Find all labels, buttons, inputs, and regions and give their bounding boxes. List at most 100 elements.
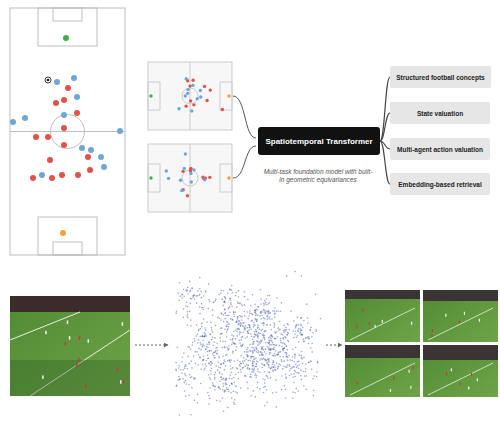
embedding-point — [216, 400, 218, 402]
player-dot — [39, 172, 45, 178]
embedding-point — [246, 349, 248, 351]
embedding-point — [269, 349, 271, 351]
embedding-point — [242, 367, 244, 369]
embedding-point — [186, 383, 188, 385]
embedding-point — [187, 306, 189, 308]
embedding-point — [294, 333, 296, 335]
embedding-point — [308, 362, 310, 364]
embedding-point — [237, 328, 239, 330]
embedding-point — [283, 330, 285, 332]
player-figure — [413, 366, 414, 369]
embedding-point — [201, 323, 203, 325]
embedding-point — [235, 295, 237, 297]
embedding-point — [179, 414, 181, 416]
player-dot — [203, 85, 206, 88]
player-figure — [411, 322, 412, 325]
center-circle — [51, 115, 85, 149]
player-dots — [42, 320, 124, 388]
retrieved-frame — [423, 290, 498, 342]
player-dot — [61, 97, 67, 103]
embedding-point — [261, 346, 263, 348]
embedding-point — [199, 356, 201, 358]
player-dots — [10, 35, 123, 236]
embedding-point — [257, 361, 259, 363]
embedding-point — [298, 372, 300, 374]
dotted-arrow — [135, 345, 168, 346]
embedding-point — [244, 304, 246, 306]
embedding-point — [191, 387, 193, 389]
embedding-point — [243, 363, 245, 365]
embedding-point — [257, 368, 259, 370]
embedding-point — [247, 356, 249, 358]
embedding-point — [272, 362, 274, 364]
embedding-point — [260, 354, 262, 356]
embedding-point — [305, 363, 307, 365]
embedding-point — [218, 356, 220, 358]
embedding-point — [277, 366, 279, 368]
embedding-point — [290, 359, 292, 361]
embedding-point — [208, 363, 210, 365]
embedding-point — [256, 363, 258, 365]
embedding-point — [232, 367, 234, 369]
embedding-point — [216, 353, 218, 355]
player-dot — [192, 168, 195, 171]
embedding-point — [217, 316, 219, 318]
player-figure — [357, 381, 358, 384]
embedding-point — [271, 366, 273, 368]
embedding-point — [178, 379, 180, 381]
embedding-point — [286, 334, 288, 336]
embedding-point — [265, 310, 267, 312]
embedding-point — [253, 369, 255, 371]
embedding-point — [290, 368, 292, 370]
embedding-point — [279, 328, 281, 330]
embedding-point — [308, 338, 310, 340]
player-dot — [227, 94, 230, 97]
embedding-point — [250, 333, 252, 335]
embedding-point — [187, 317, 189, 319]
embedding-point — [256, 331, 258, 333]
embedding-point — [185, 364, 187, 366]
embedding-point — [224, 312, 226, 314]
embedding-point — [272, 366, 274, 368]
embedding-point — [265, 360, 267, 362]
embedding-point — [189, 347, 191, 349]
player-figure — [78, 358, 80, 362]
embedding-point — [191, 376, 193, 378]
player-dot — [190, 109, 193, 112]
embedding-point — [264, 382, 266, 384]
embedding-point — [252, 363, 254, 365]
embedding-point — [244, 365, 246, 367]
task-name: Multi-agent action valuation — [397, 146, 483, 153]
embedding-point — [271, 335, 273, 337]
player-dot — [188, 84, 191, 87]
embedding-point — [235, 385, 237, 387]
embedding-point — [181, 372, 183, 374]
embedding-point — [293, 366, 295, 368]
embedding-point — [281, 302, 283, 304]
embedding-point — [284, 330, 286, 332]
embedding-point — [228, 314, 230, 316]
embedding-point — [285, 397, 287, 399]
embedding-point — [310, 330, 312, 332]
embedding-point — [227, 348, 229, 350]
embedding-point — [176, 385, 178, 387]
embedding-point — [233, 377, 235, 379]
embedding-point — [280, 340, 282, 342]
embedding-point — [269, 352, 271, 354]
embedding-point — [278, 363, 280, 365]
embedding-point — [228, 359, 230, 361]
player-figure — [67, 320, 69, 324]
embedding-point — [214, 300, 216, 302]
embedding-point — [229, 385, 231, 387]
embedding-point — [295, 364, 297, 366]
embedding-point — [189, 310, 191, 312]
player-dot — [177, 107, 180, 110]
embedding-point — [214, 337, 216, 339]
embedding-point — [253, 359, 255, 361]
embedding-point — [255, 315, 257, 317]
embedding-point — [255, 319, 257, 321]
halfway-line — [190, 62, 191, 130]
embedding-point — [241, 303, 243, 305]
embedding-point — [211, 339, 213, 341]
player-dot — [165, 169, 168, 172]
